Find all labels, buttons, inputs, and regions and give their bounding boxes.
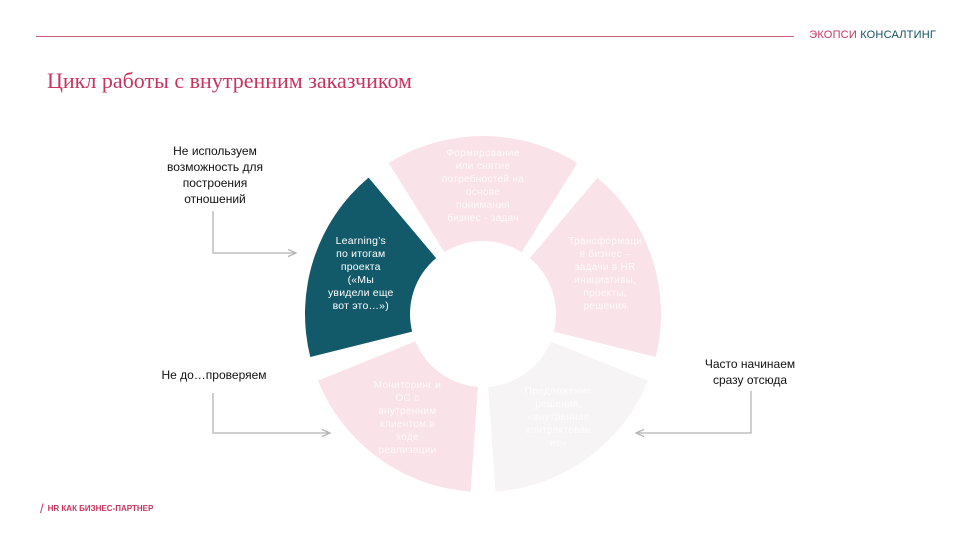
cycle-segment-text-line: по итогам	[336, 248, 386, 261]
note-bottom-left: Не до…проверяем	[161, 368, 267, 382]
cycle-segment-text-line: («Мы	[347, 274, 374, 287]
header-rule-right	[360, 36, 794, 37]
cycle-segment	[488, 341, 649, 492]
cycle-segment-text-line: реализации	[378, 444, 437, 456]
note-top-left-line: отношений	[184, 192, 246, 206]
footer-slash: /	[40, 501, 44, 516]
note-top-left-line: построения	[182, 176, 248, 190]
cycle-segment-text-line: Learning’s	[335, 235, 386, 248]
cycle-segment-text-line: решения	[583, 301, 627, 313]
cycle-segment-text-line: Формирование	[446, 147, 520, 159]
cycle-segment-text-line: внутренним	[378, 405, 437, 417]
arrow-bottom-right	[636, 391, 752, 433]
cycle-segment-text-line: инициативы,	[574, 275, 637, 287]
cycle-segment-text-line: задачи в HR	[574, 262, 636, 274]
brand-part1: ЭКОПСИ	[809, 29, 857, 41]
brand-part2: КОНСАЛТИНГ	[860, 29, 936, 41]
cycle-segment	[529, 177, 661, 358]
note-top-left-line: возможность для	[167, 160, 263, 174]
note-bottom-right-line: сразу отсюда	[712, 373, 788, 387]
cycle-segment-text-line: решения,	[535, 399, 582, 411]
footer-label: HR КАК БИЗНЕС-ПАРТНЕР	[47, 504, 154, 513]
cycle-segment-text-line: проекты,	[583, 288, 627, 300]
cycle-segment-text-line: потребностей на	[441, 173, 525, 185]
cycle-segment-text-line: я бизнес –	[579, 249, 631, 261]
cycle-segment-text-line: или снятие	[455, 160, 511, 172]
cycle-segment-text-line: Мониторинг и	[373, 379, 442, 391]
cycle-segment-text-line: ОС с	[395, 392, 420, 404]
cycle-segment-text-line: увидели еще	[327, 287, 394, 300]
cycle-segment-text-line: «внутреннее	[527, 412, 590, 424]
note-bottom-right-line: Часто начинаем	[704, 357, 796, 371]
cycle-segment-text-line: контрактован	[525, 425, 592, 437]
brand-logo: ЭКОПСИ КОНСАЛТИНГ	[809, 29, 936, 41]
slide-title: Цикл работы с внутренним заказчиком	[47, 68, 412, 93]
arrow-top-left	[212, 211, 296, 253]
note-top-left-line: Не используем	[173, 144, 257, 158]
cycle-segment-text-line: вот это…»)	[332, 300, 389, 313]
cycle-segment-text-line: ие»	[549, 438, 568, 450]
cycle-segment-text-line: клиентом в	[379, 418, 435, 430]
note-top-left: Не используем возможность для построения…	[150, 143, 280, 207]
cycle-segment-text-line: Предложение	[524, 386, 593, 398]
footer: /HR КАК БИЗНЕС-ПАРТНЕР	[40, 501, 153, 516]
cycle-segment-text-line: ходе	[396, 431, 419, 443]
cycle-segment-text-line: проекта	[340, 261, 381, 274]
note-bottom-right: Часто начинаем сразу отсюда	[690, 356, 810, 388]
cycle-segment-text-line: бизнес - задач	[447, 212, 519, 224]
arrow-bottom-left	[212, 393, 330, 433]
header-rule-left	[36, 36, 360, 37]
cycle-segments	[305, 136, 661, 492]
cycle-segment-text-line: Трансформаци	[568, 236, 643, 248]
cycle-segment	[388, 136, 578, 253]
cycle-segment-text-line: понимания	[456, 199, 510, 211]
cycle-segment-text-line: основе	[465, 186, 501, 198]
cycle-segment	[317, 341, 478, 492]
cycle-segment	[305, 177, 437, 358]
